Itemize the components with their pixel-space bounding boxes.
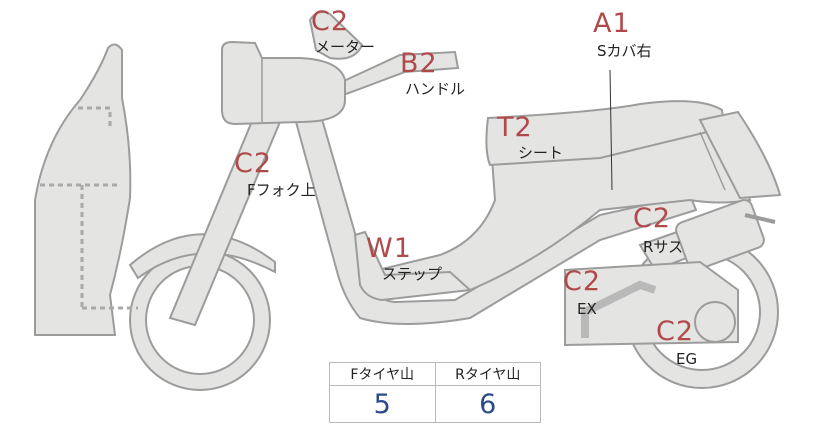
grade-scover: A1 <box>593 8 631 39</box>
label-handle: ハンドル <box>405 80 466 98</box>
tail <box>698 110 782 200</box>
engine-hub <box>694 301 736 343</box>
grade-handle: B2 <box>400 48 438 79</box>
label-ex: EX <box>577 300 597 318</box>
grade-ex: C2 <box>563 266 602 297</box>
rear-tire-header: Rタイヤ山 <box>434 362 541 386</box>
grade-eg: C2 <box>656 316 695 347</box>
label-rsus: Rサス <box>643 238 684 256</box>
rear-tire-value: 6 <box>434 385 541 423</box>
label-seat: シート <box>518 144 564 162</box>
tire-tread-table: Fタイヤ山 Rタイヤ山 5 6 <box>329 362 541 423</box>
grade-seat: T2 <box>497 112 533 143</box>
step-floor <box>353 230 473 302</box>
tail-seam <box>699 131 726 191</box>
grade-rsus: C2 <box>633 203 672 234</box>
label-scover: Sカバ右 <box>597 42 652 60</box>
front-fender <box>128 233 276 280</box>
meter-cover <box>308 11 364 60</box>
label-ffork: Fフォク上 <box>247 181 316 199</box>
headlight-housing <box>221 40 346 126</box>
scover-leader <box>609 69 613 191</box>
grade-ffork: C2 <box>234 148 273 179</box>
scooter-parts <box>34 11 782 391</box>
shock-body <box>675 199 765 271</box>
label-eg: EG <box>676 350 698 368</box>
seat <box>485 100 726 167</box>
tire-table-value-row: 5 6 <box>329 385 541 423</box>
label-step: ステップ <box>382 265 443 283</box>
exhaust-pipe <box>581 280 657 338</box>
body-cover <box>376 123 752 291</box>
dotted-line-top <box>78 106 112 128</box>
grade-step: W1 <box>366 233 412 264</box>
front-tire-header: Fタイヤ山 <box>329 362 436 386</box>
tire-table-header-row: Fタイヤ山 Rタイヤ山 <box>329 362 541 386</box>
grade-meter: C2 <box>311 6 350 37</box>
front-tire-value: 5 <box>329 385 436 423</box>
label-meter: メーター <box>315 38 376 56</box>
shock-rod <box>744 213 776 224</box>
